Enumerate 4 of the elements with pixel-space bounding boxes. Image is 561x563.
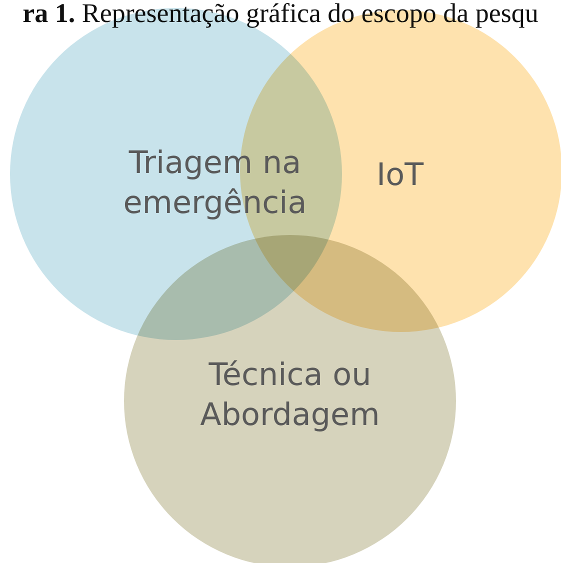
circle-label: Triagem na emergência: [122, 144, 308, 223]
circle-label: Técnica ou Abordagem: [199, 356, 381, 435]
figure-title: ra 1. Representação gráfica do escopo da pesqu: [22, 0, 540, 26]
circle-label: IoT: [375, 156, 425, 195]
